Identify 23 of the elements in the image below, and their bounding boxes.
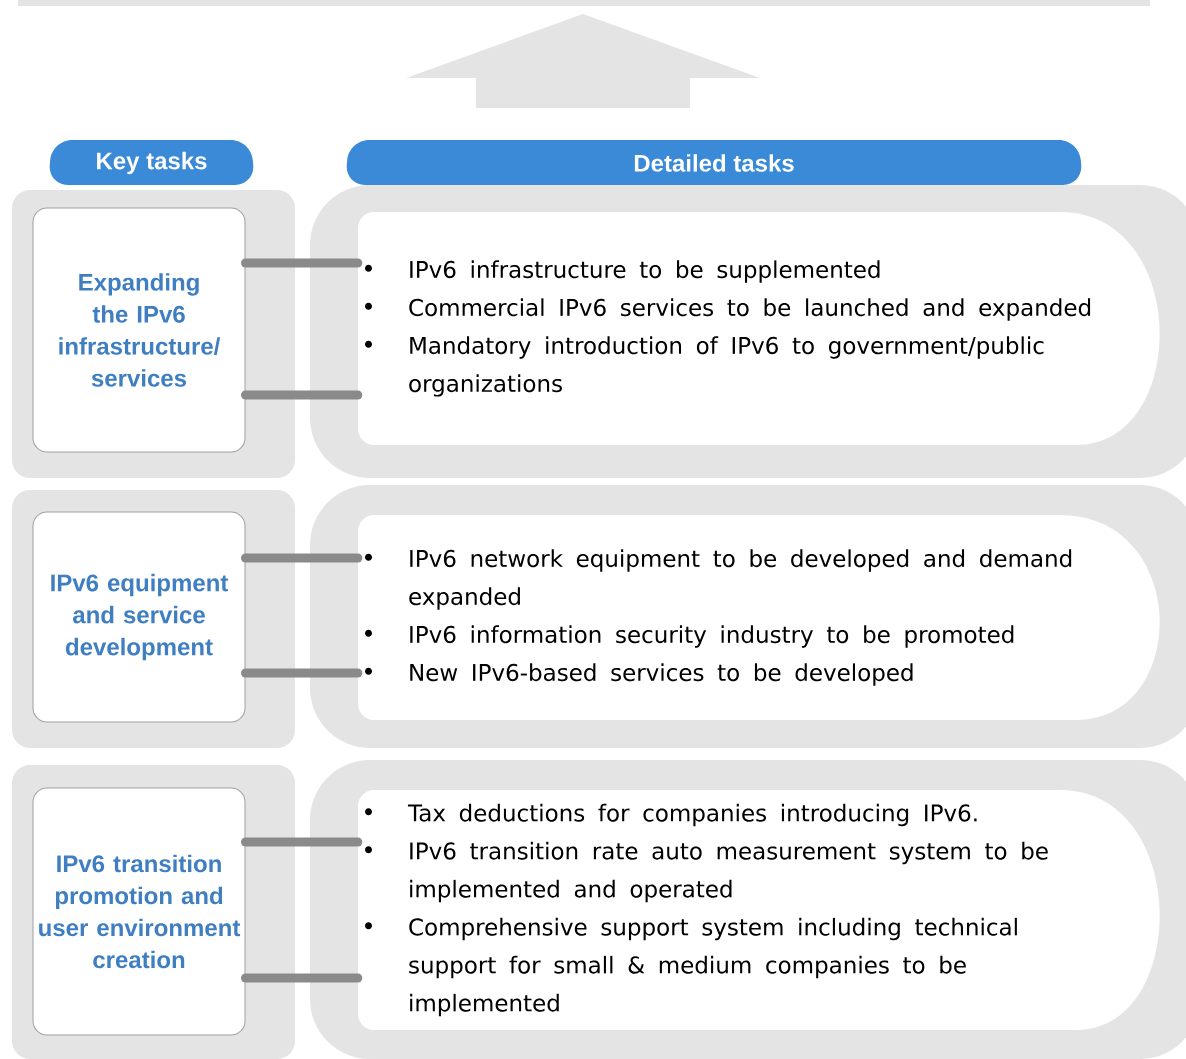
bullet-item: IPv6 transition rate auto measurement system to be implemented and operated (410, 841, 1048, 903)
binder-ring (241, 837, 363, 847)
bullet-item: Tax deductions for companies introducing IPv6. (407, 803, 977, 827)
bullet-item: IPv6 information security industry to be promoted (410, 625, 1014, 648)
bullet-item: Comprehensive support system including technical support for small & medium companies to be implemented (409, 917, 1017, 1017)
key-task-box: Expanding the IPv6 infrastructure/ services (32, 207, 246, 453)
bullet-item: IPv6 infrastructure to be supplemented (410, 260, 880, 283)
column-header: Key tasks (49, 140, 254, 185)
binder-ring (241, 973, 363, 983)
detail-task-box (358, 212, 1160, 445)
bullet-item: Commercial IPv6 services to be launched and expanded (409, 298, 1091, 321)
binder-ring (241, 390, 363, 400)
key-task-box: IPv6 equipment and service development (32, 511, 246, 723)
bullet-item: IPv6 network equipment to be developed and demand expanded (409, 549, 1072, 610)
detail-task-box (358, 790, 1160, 1030)
binder-ring (241, 668, 363, 678)
key-task-box: IPv6 transition promotion and user environment creation (32, 787, 246, 1036)
binder-ring (241, 553, 363, 563)
bullet-item: New IPv6-based services to be developed (410, 663, 913, 686)
bullet-item: Mandatory introduction of IPv6 to government/public organizations (409, 336, 1044, 397)
column-header: Detailed tasks (346, 140, 1082, 185)
detail-task-box (358, 515, 1160, 720)
binder-ring (241, 258, 363, 268)
